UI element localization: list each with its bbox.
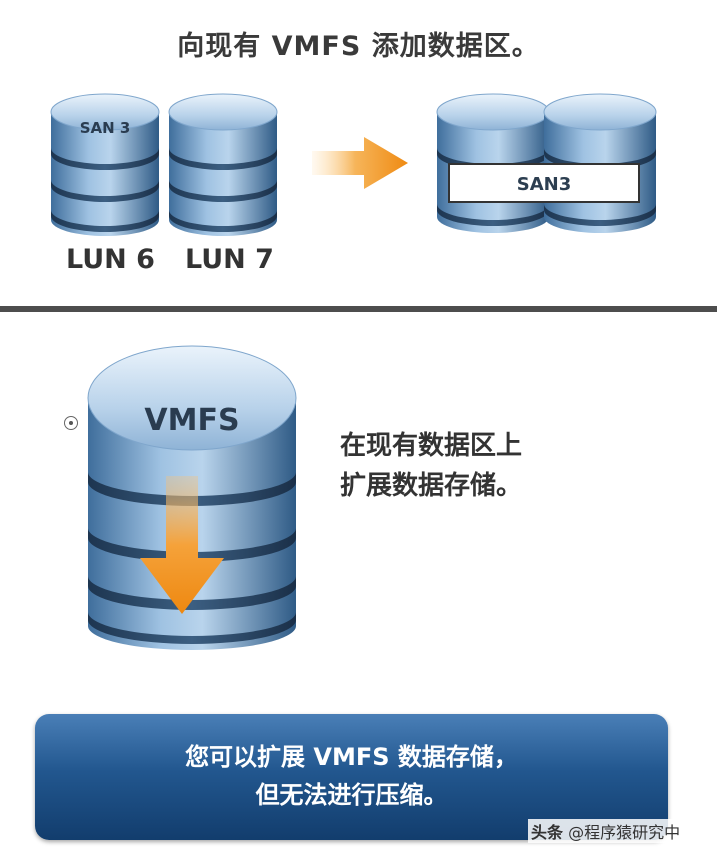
vmfs-label: VMFS <box>144 403 239 438</box>
banner-line-2: 但无法进行压缩。 <box>255 781 448 809</box>
lun6-disk-icon: SAN 3 <box>50 93 160 236</box>
watermark-handle: @程序猿研究中 <box>568 823 681 842</box>
target-icon <box>64 416 78 430</box>
watermark: 头条 @程序猿研究中 <box>528 819 684 843</box>
lun7-label: LUN 7 <box>185 244 274 275</box>
lun6-label: LUN 6 <box>66 244 155 275</box>
extend-line-1: 在现有数据区上 <box>340 431 523 461</box>
disk-san3-label: SAN 3 <box>80 119 131 137</box>
section-divider <box>0 306 717 312</box>
vmfs-disk-icon: VMFS <box>87 345 297 650</box>
right-arrow-icon <box>312 137 408 189</box>
extend-line-2: 扩展数据存储。 <box>340 471 523 501</box>
lun7-disk-icon <box>168 93 278 236</box>
down-arrow-icon <box>140 476 224 614</box>
page-title: 向现有 VMFS 添加数据区。 <box>177 31 540 62</box>
merged-san3-label: SAN3 <box>517 174 571 195</box>
merged-disks-icon: SAN3 <box>436 93 657 233</box>
watermark-brand: 头条 <box>531 823 564 842</box>
info-banner: 您可以扩展 VMFS 数据存储， 但无法进行压缩。 <box>35 714 668 840</box>
banner-line-1: 您可以扩展 VMFS 数据存储， <box>185 743 518 771</box>
extend-description: 在现有数据区上 扩展数据存储。 <box>340 426 522 506</box>
